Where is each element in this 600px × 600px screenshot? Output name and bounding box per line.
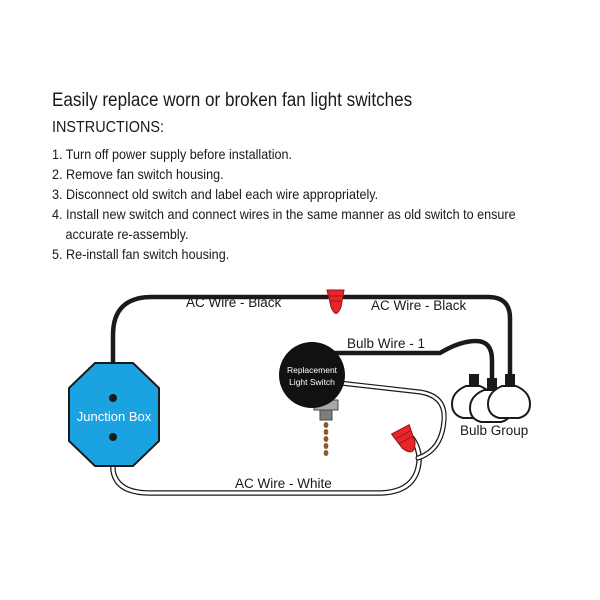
switch-label-line2: Light Switch: [289, 377, 335, 387]
instruction-step: 2. Remove fan switch housing.: [52, 164, 516, 184]
ac-wire-black-right: [341, 294, 513, 381]
instruction-steps: 1. Turn off power supply before installa…: [52, 144, 567, 264]
wire-nut-top: [326, 289, 345, 314]
instruction-step: 3. Disconnect old switch and label each …: [52, 184, 516, 204]
step-text: Turn off power supply before installatio…: [65, 146, 293, 162]
label-ac-wire-white: AC Wire - White: [235, 476, 332, 491]
step-number: 1.: [52, 146, 63, 162]
step-number: 5.: [52, 246, 63, 262]
switch-label-line1: Replacement: [287, 365, 338, 375]
step-number: 2.: [52, 166, 63, 182]
bulb-group: [450, 374, 532, 423]
label-ac-wire-black-left: AC Wire - Black: [186, 295, 282, 310]
junction-box: [68, 362, 160, 467]
instruction-step: 1. Turn off power supply before installa…: [52, 144, 516, 164]
bulb-wire: [331, 338, 495, 381]
step-text: Re-install fan switch housing.: [66, 246, 230, 262]
step-text: Install new switch and connect wires in …: [66, 206, 516, 222]
ac-wire-black-left: [110, 294, 330, 401]
instructions-title: INSTRUCTIONS:: [52, 119, 165, 136]
label-bulb-group: Bulb Group: [460, 423, 528, 438]
wire-nut-bottom: [390, 423, 416, 453]
headline: Easily replace worn or broken fan light …: [52, 90, 413, 111]
step-text-continued: accurate re-assembly.: [65, 226, 189, 242]
junction-box-label: Junction Box: [77, 409, 152, 424]
replacement-switch: Replacement Light Switch: [279, 342, 345, 421]
pull-chain: [323, 422, 329, 456]
step-text: Disconnect old switch and label each wir…: [66, 186, 379, 202]
step-number: 4.: [52, 206, 63, 222]
label-bulb-wire: Bulb Wire - 1: [347, 336, 425, 351]
bulb-3: [486, 374, 532, 419]
step-text: Remove fan switch housing.: [66, 166, 224, 182]
instruction-step: 4. Install new switch and connect wires …: [52, 204, 516, 244]
instruction-step: 5. Re-install fan switch housing.: [52, 244, 516, 264]
step-number: 3.: [52, 186, 63, 202]
label-ac-wire-black-right: AC Wire - Black: [371, 298, 467, 313]
